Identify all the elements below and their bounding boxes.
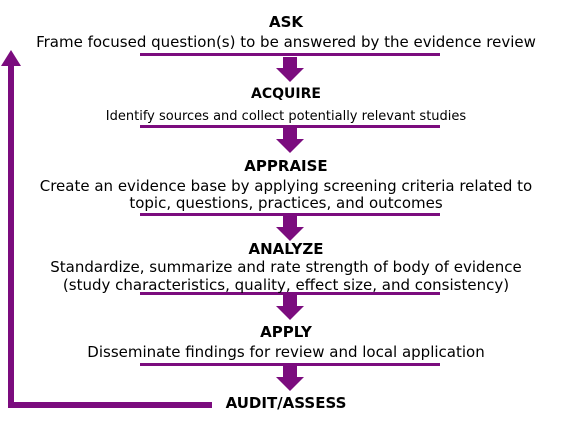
analyze-underline xyxy=(140,292,440,295)
down-arrow-appraise-to-analyze xyxy=(276,216,304,241)
ask-underline xyxy=(140,53,440,56)
down-arrow-ask-to-acquire xyxy=(276,57,304,82)
step-title-audit-assess: AUDIT/ASSESS xyxy=(225,394,347,412)
step-desc-appraise-line2: topic, questions, practices, and outcome… xyxy=(129,194,443,212)
step-desc-analyze-line2: (study characteristics, quality, effect … xyxy=(62,276,510,294)
step-title-apply: APPLY xyxy=(260,323,312,341)
apply-underline xyxy=(140,363,440,366)
down-arrow-apply-to-audit xyxy=(276,366,304,391)
step-desc-ask: Frame focused question(s) to be answered… xyxy=(36,33,536,51)
step-title-ask: ASK xyxy=(268,13,304,31)
step-title-analyze: ANALYZE xyxy=(248,240,324,258)
step-desc-analyze-line1: Standardize, summarize and rate strength… xyxy=(50,258,522,276)
feedback-loop-arrow xyxy=(1,50,212,408)
down-arrow-acquire-to-appraise xyxy=(276,128,304,153)
appraise-underline xyxy=(140,213,440,216)
step-desc-acquire: Identify sources and collect potentially… xyxy=(105,109,467,124)
down-arrow-analyze-to-apply xyxy=(276,295,304,320)
step-title-appraise: APPRAISE xyxy=(244,157,328,175)
step-desc-appraise-line1: Create an evidence base by applying scre… xyxy=(39,177,533,195)
step-title-acquire: ACQUIRE xyxy=(251,86,321,102)
acquire-underline xyxy=(140,125,440,128)
step-desc-apply: Disseminate findings for review and loca… xyxy=(87,343,485,361)
